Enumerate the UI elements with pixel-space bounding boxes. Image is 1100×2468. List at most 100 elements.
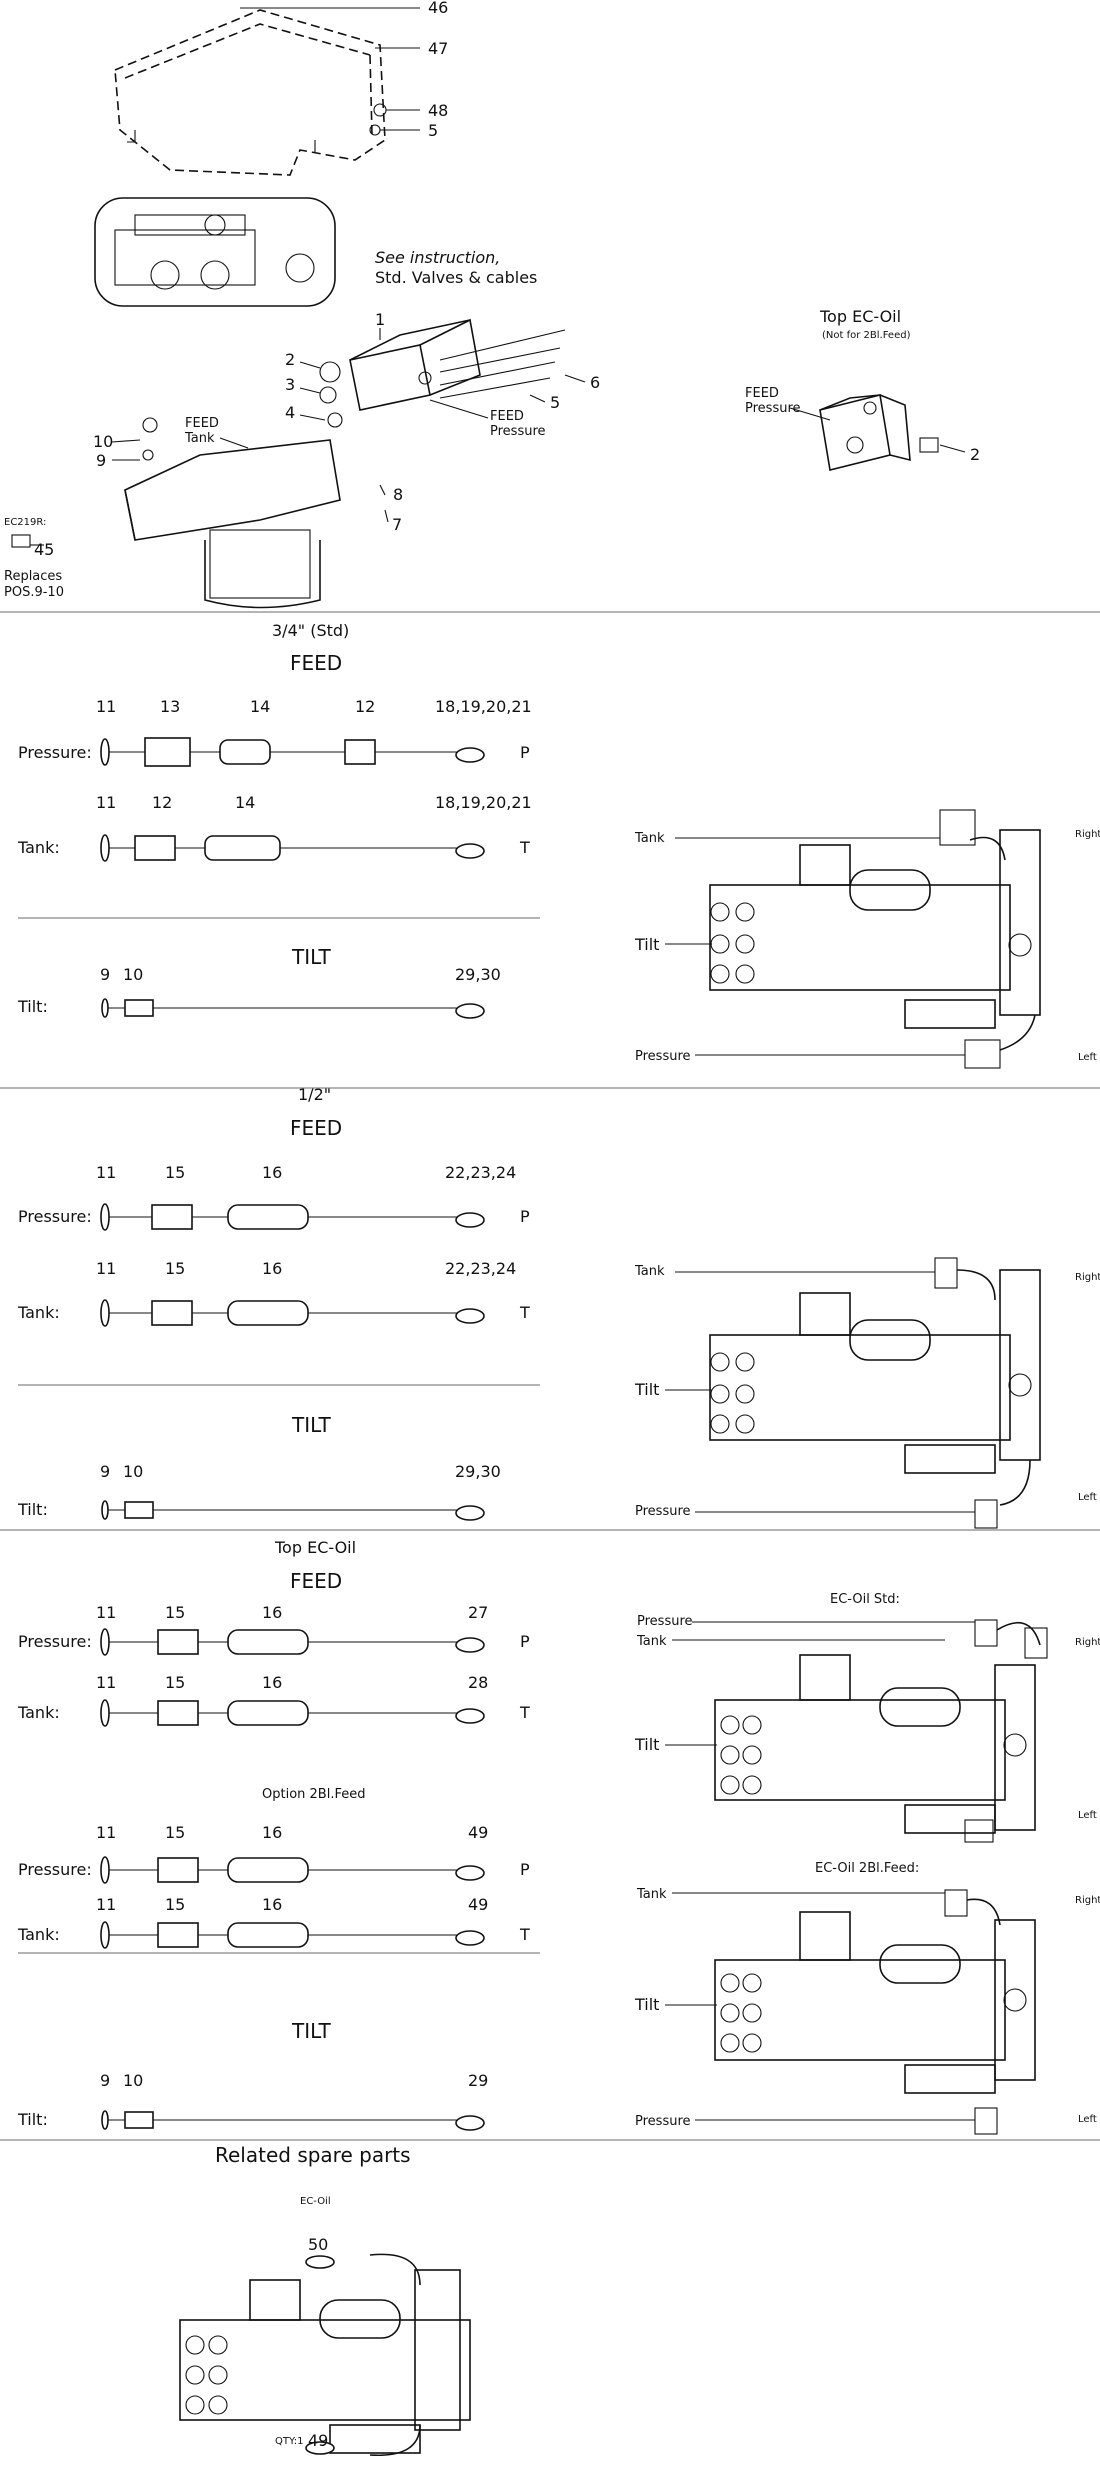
part-num: 16 xyxy=(262,1163,282,1182)
leader-line xyxy=(429,399,489,419)
pressure-label: Pressure xyxy=(490,424,546,439)
part-num: 15 xyxy=(165,1673,185,1692)
elbow-icon xyxy=(219,739,271,765)
hose-fitting-icon xyxy=(227,1700,309,1726)
tank-label: Tank xyxy=(184,431,215,446)
seal-icon xyxy=(455,1003,485,1019)
std-tilt-label: Tilt xyxy=(634,1735,659,1754)
part-num: 9 xyxy=(100,1462,110,1481)
part-num: 49 xyxy=(468,1823,488,1842)
left-side-label: Left xyxy=(1078,2114,1097,2125)
tank-row-label: Tank: xyxy=(17,1925,60,1944)
callout-1: 1 xyxy=(375,310,385,329)
part-num: 16 xyxy=(262,1673,282,1692)
ec-oil-spare-drawing xyxy=(179,2253,471,2457)
top-pressure-label: Pressure xyxy=(745,401,801,416)
part-num: 11 xyxy=(96,1823,116,1842)
part-num: 15 xyxy=(165,1823,185,1842)
o-ring-icon xyxy=(101,998,109,1018)
callout-4: 4 xyxy=(285,403,295,422)
part-num: 15 xyxy=(165,1163,185,1182)
part-num: 14 xyxy=(250,697,270,716)
part-num: 16 xyxy=(262,1603,282,1622)
callout-6: 6 xyxy=(590,373,600,392)
leader-line xyxy=(564,374,586,383)
callout-5b: 5 xyxy=(550,393,560,412)
o-ring-icon xyxy=(101,2110,109,2130)
feed-heading: FEED xyxy=(290,1569,342,1593)
part-num: 49 xyxy=(468,1895,488,1914)
callout-48: 48 xyxy=(428,101,448,120)
tilt-row-label: Tilt: xyxy=(17,997,48,1016)
port-t: T xyxy=(519,1703,530,1722)
section-title-ec: Top EC-Oil xyxy=(274,1538,356,1557)
callout-10: 10 xyxy=(93,432,113,451)
valve-manifold-drawing xyxy=(714,1619,1048,1843)
not-for-note: (Not for 2Bl.Feed) xyxy=(822,330,911,341)
qty-label: QTY:1 xyxy=(275,2436,304,2447)
adapter-icon xyxy=(157,1857,199,1883)
part-num: 16 xyxy=(262,1895,282,1914)
port-p: P xyxy=(520,1860,530,1879)
port-p: P xyxy=(520,743,530,762)
hose-fitting-icon xyxy=(227,1300,309,1326)
replaces-pos-text: POS.9-10 xyxy=(4,585,64,600)
right-side-label: Right xyxy=(1075,1895,1100,1906)
o-ring-icon xyxy=(100,1699,110,1727)
adapter-icon xyxy=(124,999,154,1017)
seal-icon xyxy=(455,1637,485,1653)
part-num: 10 xyxy=(123,2071,143,2090)
callout-8: 8 xyxy=(393,485,403,504)
feed-heading: FEED xyxy=(290,1116,342,1140)
leader-line xyxy=(529,394,546,403)
part-num: 16 xyxy=(262,1259,282,1278)
part-num: 11 xyxy=(96,1603,116,1622)
section-title-12: 1/2" xyxy=(298,1085,331,1104)
right-pressure-label: Pressure xyxy=(635,1504,691,1519)
adapter-icon xyxy=(157,1629,199,1655)
seal-icon xyxy=(455,843,485,859)
callout-3: 3 xyxy=(285,375,295,394)
right-side-label: Right xyxy=(1075,1637,1100,1648)
right-tilt-label: Tilt xyxy=(634,1380,659,1399)
leader-line xyxy=(299,414,326,421)
valve-stack-drawing xyxy=(114,214,315,290)
callout-2: 2 xyxy=(285,350,295,369)
right-side-label: Right xyxy=(1075,829,1100,840)
nipple-icon xyxy=(134,835,176,861)
tilt-heading: TILT xyxy=(291,1413,332,1437)
related-sub: EC-Oil xyxy=(300,2196,331,2207)
std-tank-label: Tank xyxy=(636,1634,667,1649)
port-p: P xyxy=(520,1632,530,1651)
o-ring-icon xyxy=(100,738,110,766)
tank-row-label: Tank: xyxy=(17,838,60,857)
port-t: T xyxy=(519,1925,530,1944)
part-num: 15 xyxy=(165,1603,185,1622)
o-ring-icon xyxy=(100,834,110,862)
tank-row-label: Tank: xyxy=(17,1703,60,1722)
valve-block-drawing xyxy=(11,318,566,609)
part-num: 15 xyxy=(165,1259,185,1278)
callout-2b: 2 xyxy=(970,445,980,464)
top-feed-label: FEED xyxy=(745,386,779,401)
part-num: 9 xyxy=(100,2071,110,2090)
right-tank-label: Tank xyxy=(634,1264,665,1279)
seal-icon xyxy=(455,1505,485,1521)
part-num: 27 xyxy=(468,1603,488,1622)
bl-pressure-label: Pressure xyxy=(635,2114,691,2129)
o-ring-icon xyxy=(100,1921,110,1949)
cover-exploded-view xyxy=(114,7,420,176)
tilt-row-label: Tilt: xyxy=(17,1500,48,1519)
hose-fitting-icon xyxy=(227,1922,309,1948)
hose-fitting-icon xyxy=(227,1629,309,1655)
o-ring-icon xyxy=(100,1203,110,1231)
pressure-row-label: Pressure: xyxy=(18,1860,92,1879)
pressure-row-label: Pressure: xyxy=(18,743,92,762)
seal-icon xyxy=(455,747,485,763)
leader-line xyxy=(789,407,831,421)
top-ec-oil-title: Top EC-Oil xyxy=(819,307,901,326)
o-ring-icon xyxy=(100,1299,110,1327)
adapter-icon xyxy=(157,1700,199,1726)
right-tank-label: Tank xyxy=(634,831,665,846)
callout-47: 47 xyxy=(428,39,448,58)
